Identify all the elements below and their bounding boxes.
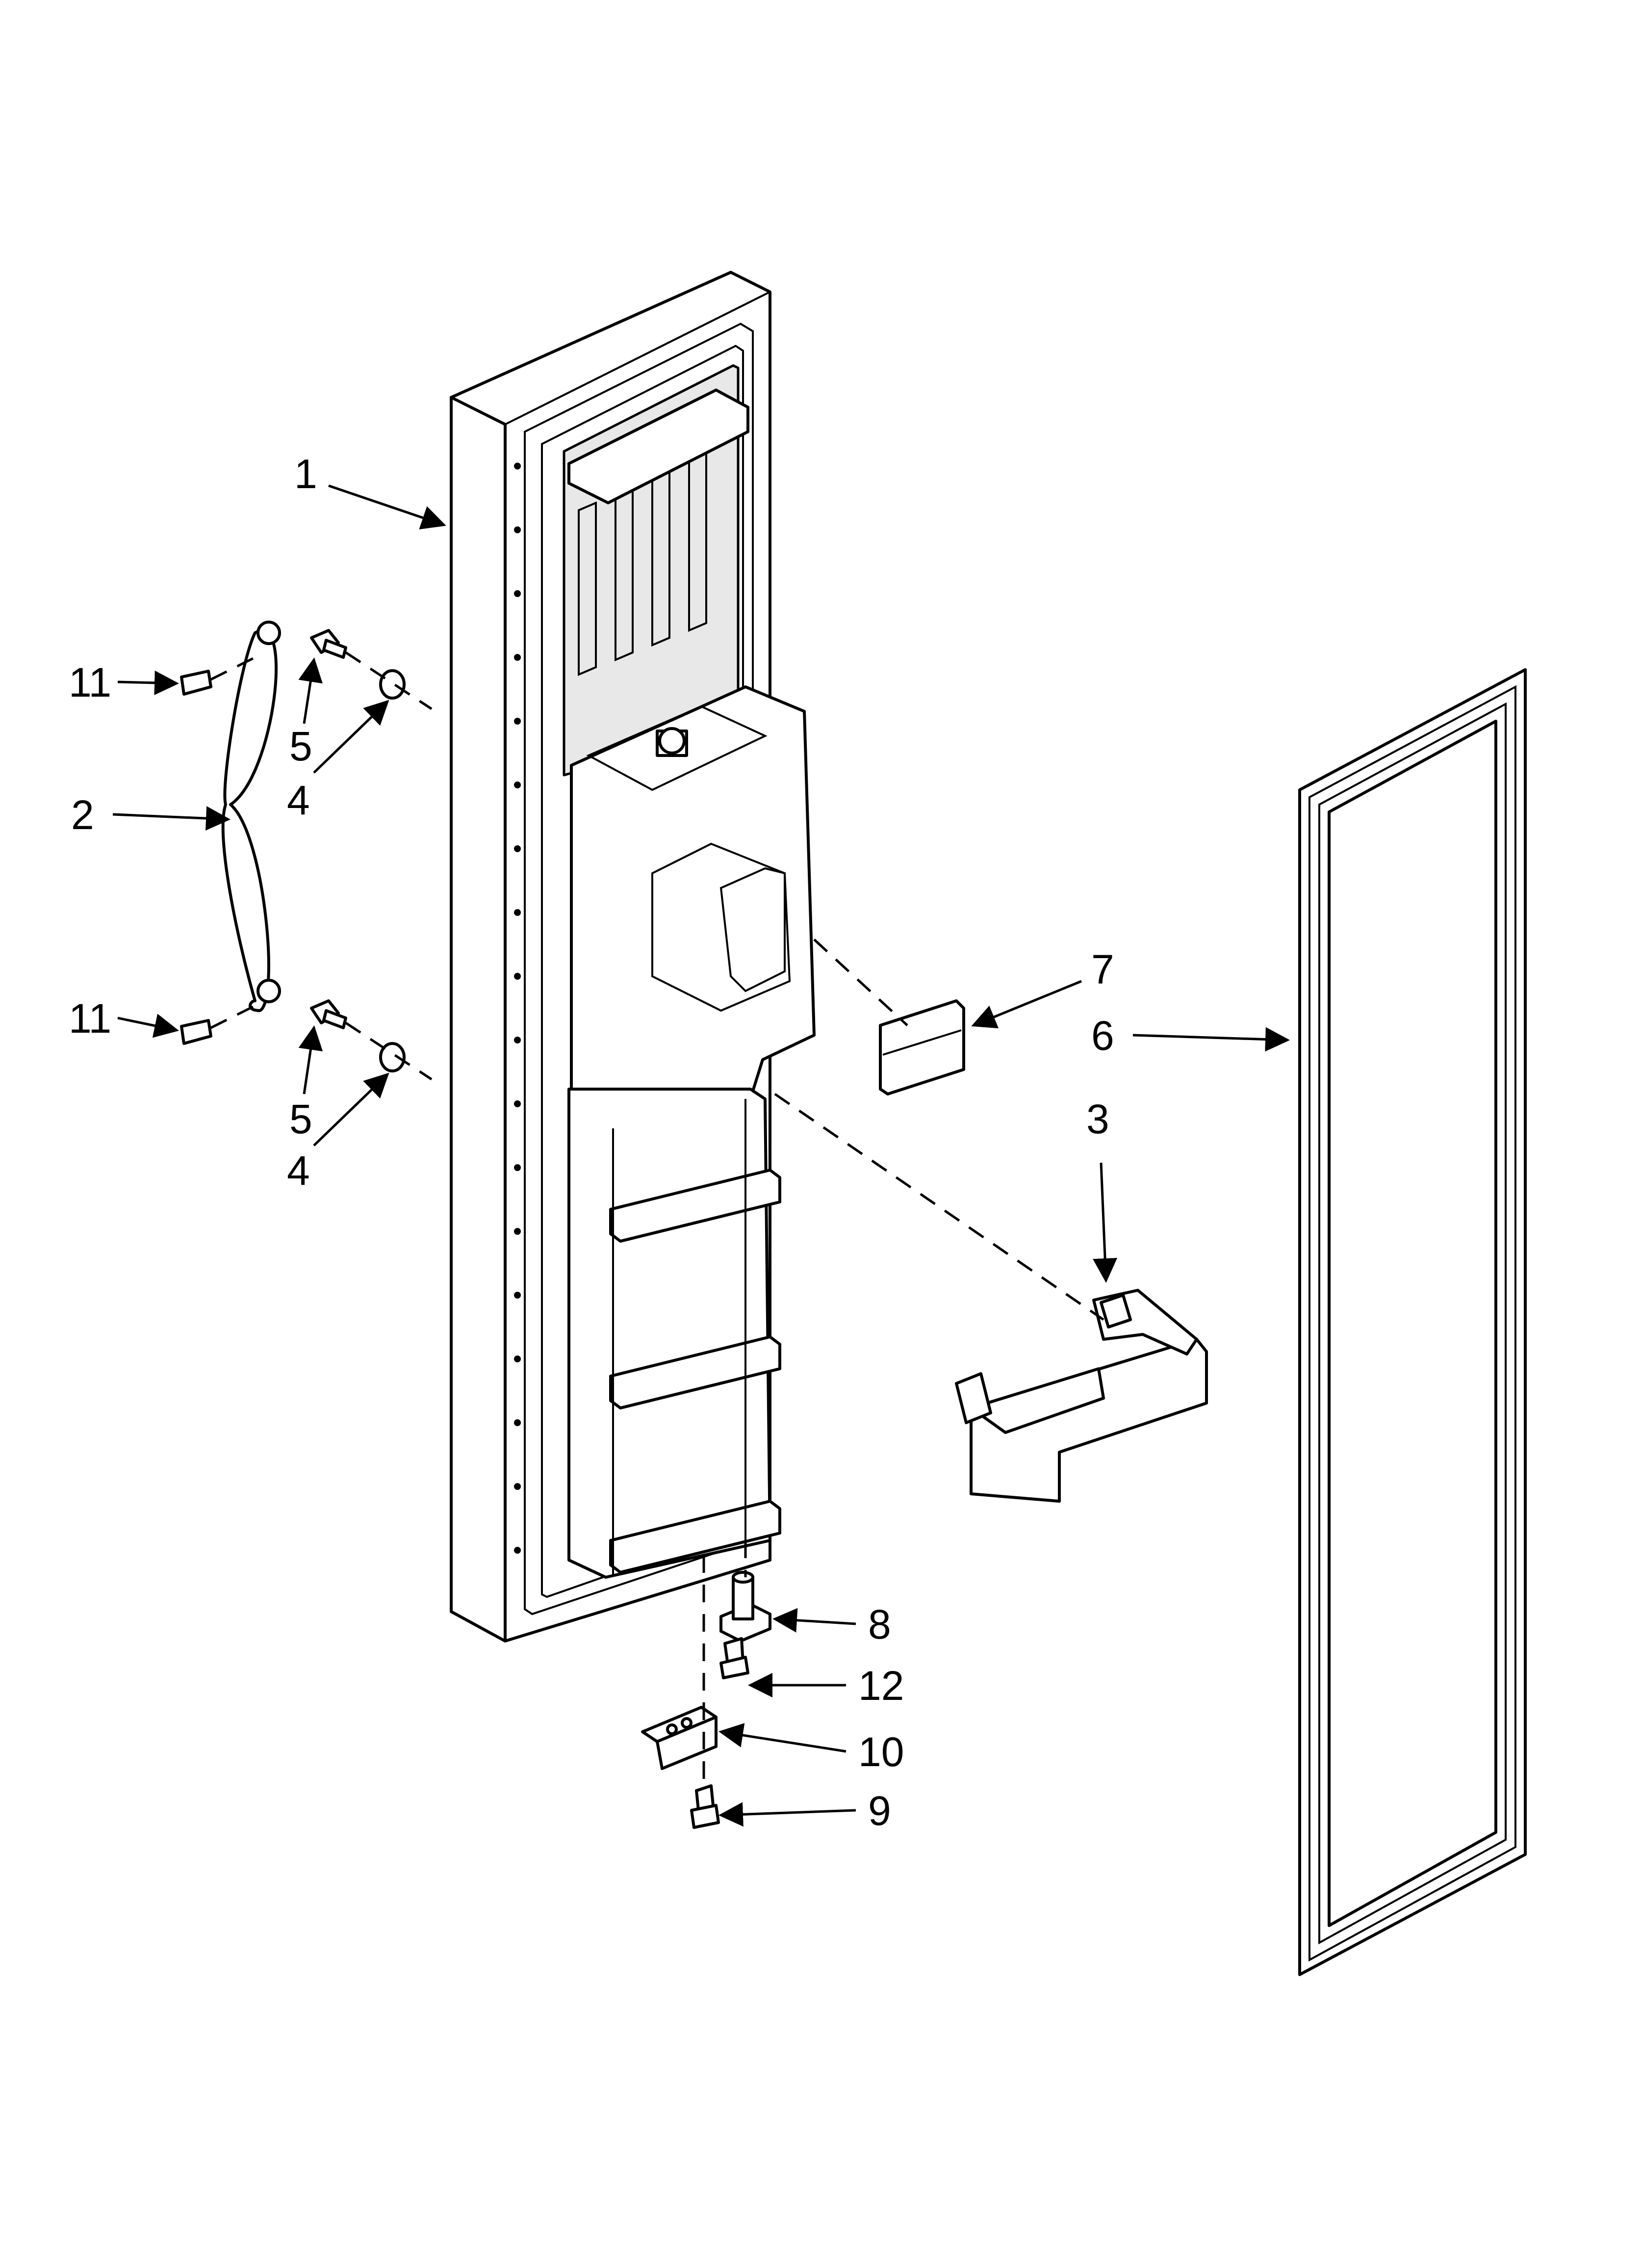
callout-3: 3 (1086, 1096, 1109, 1142)
callout-labels: 1 2 3 4 4 5 5 6 7 8 9 10 11 11 12 (69, 451, 1114, 1834)
callout-5-upper: 5 (289, 723, 312, 769)
callout-4-lower: 4 (287, 1147, 310, 1194)
handle (221, 621, 281, 1012)
callout-9: 9 (868, 1788, 891, 1834)
callout-4-upper: 4 (287, 777, 310, 823)
callout-6: 6 (1091, 1013, 1114, 1059)
door-edge-fasteners (514, 463, 521, 1554)
callout-5-lower: 5 (289, 1096, 312, 1142)
callout-2: 2 (71, 792, 94, 838)
callout-11-lower: 11 (69, 995, 111, 1042)
door-gasket (1298, 668, 1527, 1976)
callout-11-upper: 11 (69, 659, 111, 705)
handle-plug (180, 670, 212, 1045)
leader-lines (112, 484, 1290, 1827)
dispenser-trim (879, 999, 965, 1095)
callout-8: 8 (868, 1601, 891, 1647)
door-bin (955, 1289, 1208, 1503)
door-assembly (450, 271, 816, 1642)
callout-7: 7 (1091, 946, 1114, 992)
callout-1: 1 (294, 451, 317, 497)
pin-screw (719, 1637, 749, 1679)
hinge-screw (690, 1784, 720, 1829)
screw (310, 629, 347, 1029)
callout-10: 10 (858, 1729, 904, 1775)
spacer (379, 669, 406, 1072)
callout-12: 12 (858, 1663, 904, 1709)
hinge-pin (719, 1571, 771, 1642)
hinge-bracket (641, 1706, 718, 1770)
